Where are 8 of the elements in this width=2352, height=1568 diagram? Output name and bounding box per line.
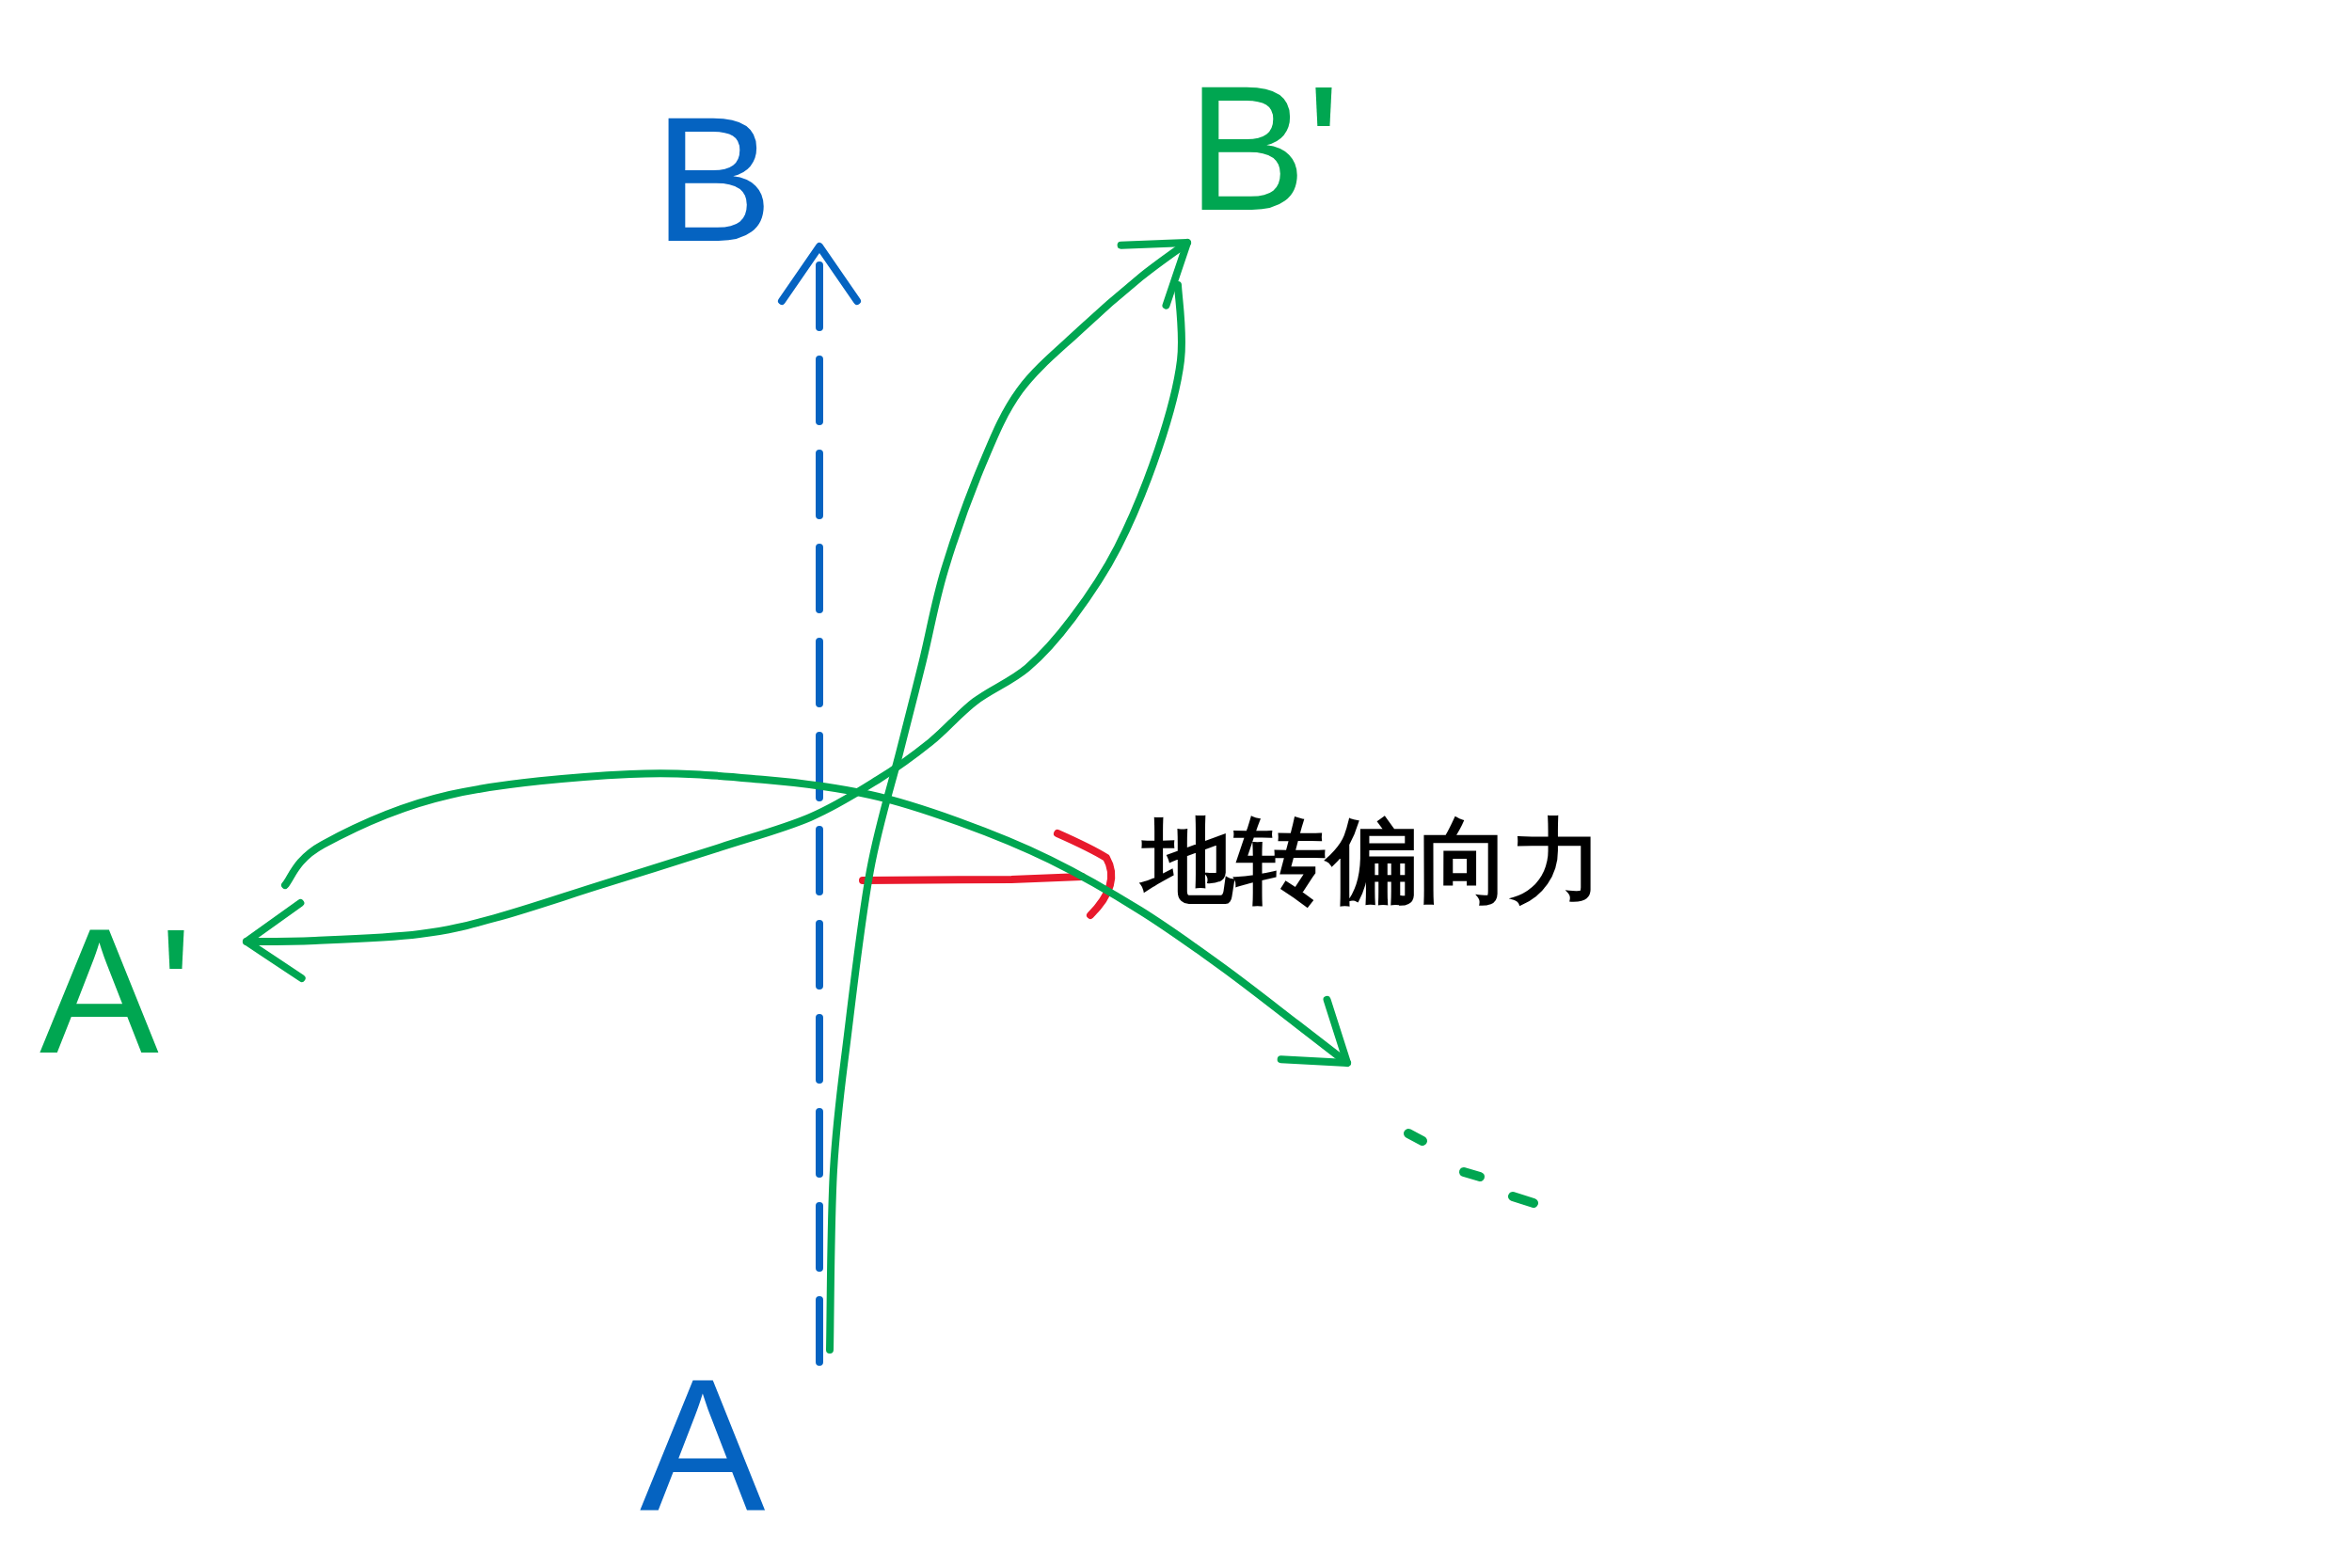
point-label: A' <box>40 901 193 1080</box>
point-label: B' <box>1187 58 1341 237</box>
curved-arrow <box>281 769 1351 1067</box>
curved-arrow <box>826 239 1191 1354</box>
curved-arrow <box>243 281 1186 983</box>
point-label: B <box>654 89 773 268</box>
dashed-arrow <box>778 243 861 1366</box>
point-label: A <box>640 1351 766 1539</box>
